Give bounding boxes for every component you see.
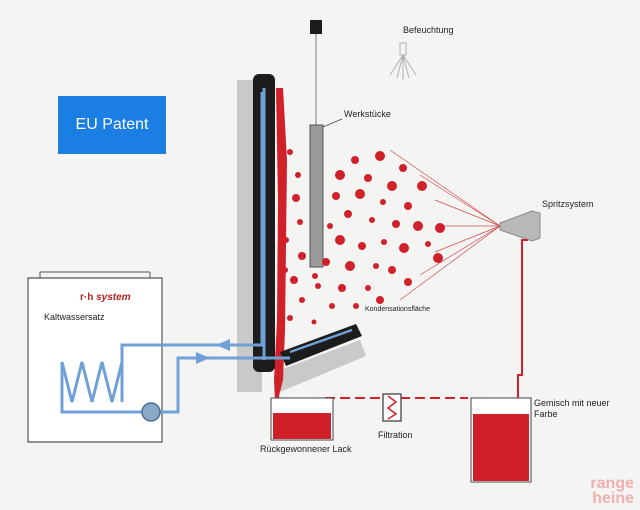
hanger-block: [310, 20, 322, 34]
spray-rays: [389, 149, 501, 301]
humidifier-nozzle-icon: [389, 42, 417, 80]
label-kondensationsflaeche: Kondensationsfläche: [365, 306, 430, 313]
watermark-line2: heine: [592, 490, 634, 507]
recovered-paint-tank: [273, 413, 331, 439]
paint-droplets: [282, 149, 445, 325]
cooling-water-circuit: [60, 92, 290, 414]
flow-arrow-icon: [216, 339, 230, 351]
label-gemisch: Gemisch mit neuer Farbe: [534, 398, 610, 419]
label-rueckgewonnener-lack: Rückgewonnener Lack: [260, 444, 352, 454]
label-filtration: Filtration: [378, 430, 413, 440]
mixing-tank: [473, 414, 529, 481]
label-kaltwassersatz: Kaltwassersatz: [44, 312, 105, 322]
spray-nozzle: [499, 210, 541, 242]
paint-feed-line: [517, 239, 528, 398]
label-befeuchtung: Befeuchtung: [403, 25, 454, 35]
flow-arrow-icon: [196, 352, 210, 364]
brand-prefix: r·h: [80, 292, 94, 303]
brand-suffix: system: [96, 292, 131, 303]
eu-patent-badge: EU Patent: [58, 96, 166, 154]
label-werkstuecke: Werkstücke: [344, 109, 391, 119]
workpiece: [309, 124, 324, 268]
brand-logo: r·h system: [80, 292, 131, 303]
paint-film: [274, 88, 287, 420]
pump-icon: [141, 402, 161, 422]
tray-backdrop: [275, 340, 366, 392]
watermark-line1: range: [590, 475, 634, 492]
label-spritzsystem: Spritzsystem: [542, 199, 594, 209]
watermark: range heine: [590, 475, 634, 507]
